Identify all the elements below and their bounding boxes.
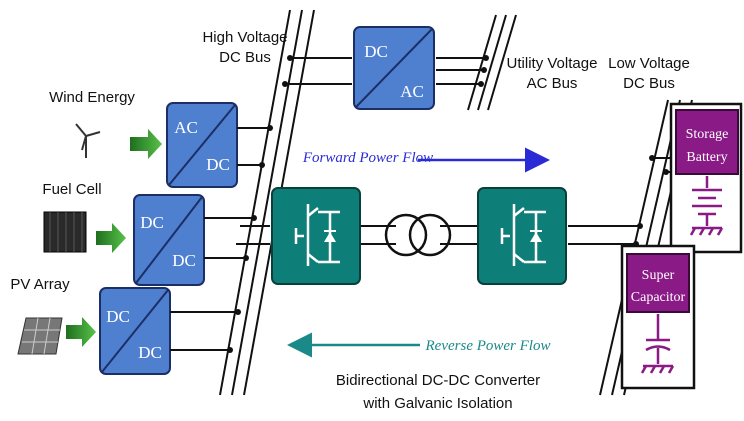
fuel-bottom-label: DC <box>172 251 196 270</box>
battery-panel: Storage Battery <box>669 102 743 254</box>
fuel-top-label: DC <box>140 213 164 232</box>
transformer-icon <box>384 213 452 257</box>
wind-turbine-icon <box>75 123 101 158</box>
low-voltage-label-1: Low Voltage <box>608 55 690 72</box>
low-voltage-junction-dots <box>633 155 669 247</box>
capacitor-icon <box>640 314 675 374</box>
reverse-flow-label: Reverse Power Flow <box>425 338 551 354</box>
wind-arrow-icon <box>130 129 162 159</box>
pv-array-label: PV Array <box>10 276 70 293</box>
forward-flow-label: Forward Power Flow <box>302 150 433 166</box>
inverter-dc-ac-box: DC AC <box>353 26 435 110</box>
converter-wiring <box>236 225 640 245</box>
utility-voltage-label-2: AC Bus <box>527 75 578 92</box>
battery-icon <box>689 176 724 236</box>
inverter-top-label: DC <box>364 42 388 61</box>
pv-top-label: DC <box>106 307 130 326</box>
converter-label-2: with Galvanic Isolation <box>362 395 512 412</box>
bus-junction-dots <box>227 55 489 353</box>
pv-arrow-icon <box>66 317 96 347</box>
fuel-cell-label: Fuel Cell <box>42 181 101 198</box>
high-voltage-label-2: DC Bus <box>219 49 271 66</box>
battery-label-1: Storage <box>686 127 729 142</box>
capacitor-label-2: Capacitor <box>631 290 686 305</box>
wind-top-label: AC <box>174 118 198 137</box>
pv-panel-icon <box>17 317 63 355</box>
wind-label: Wind Energy <box>49 89 135 106</box>
fuel-dc-dc-box: DC DC <box>133 194 205 286</box>
capacitor-label-1: Super <box>642 268 675 283</box>
fuel-cell-icon <box>43 211 87 253</box>
utility-ac-bus <box>467 14 517 111</box>
converter-label-1: Bidirectional DC-DC Converter <box>336 372 540 389</box>
source-bus-connections <box>170 127 270 351</box>
battery-label-2: Battery <box>686 150 727 165</box>
capacitor-panel: Super Capacitor <box>620 244 696 390</box>
wind-ac-dc-box: AC DC <box>166 102 238 188</box>
pv-bottom-label: DC <box>138 343 162 362</box>
right-igbt-switch-icon <box>477 187 567 285</box>
high-voltage-label-1: High Voltage <box>202 29 287 46</box>
low-voltage-label-2: DC Bus <box>623 75 675 92</box>
pv-dc-dc-box: DC DC <box>99 287 171 375</box>
fuel-arrow-icon <box>96 223 126 253</box>
left-igbt-switch-icon <box>271 187 361 285</box>
utility-voltage-label-1: Utility Voltage <box>507 55 598 72</box>
inverter-bottom-label: AC <box>400 82 424 101</box>
inverter-connections <box>285 57 486 85</box>
wind-bottom-label: DC <box>206 155 230 174</box>
